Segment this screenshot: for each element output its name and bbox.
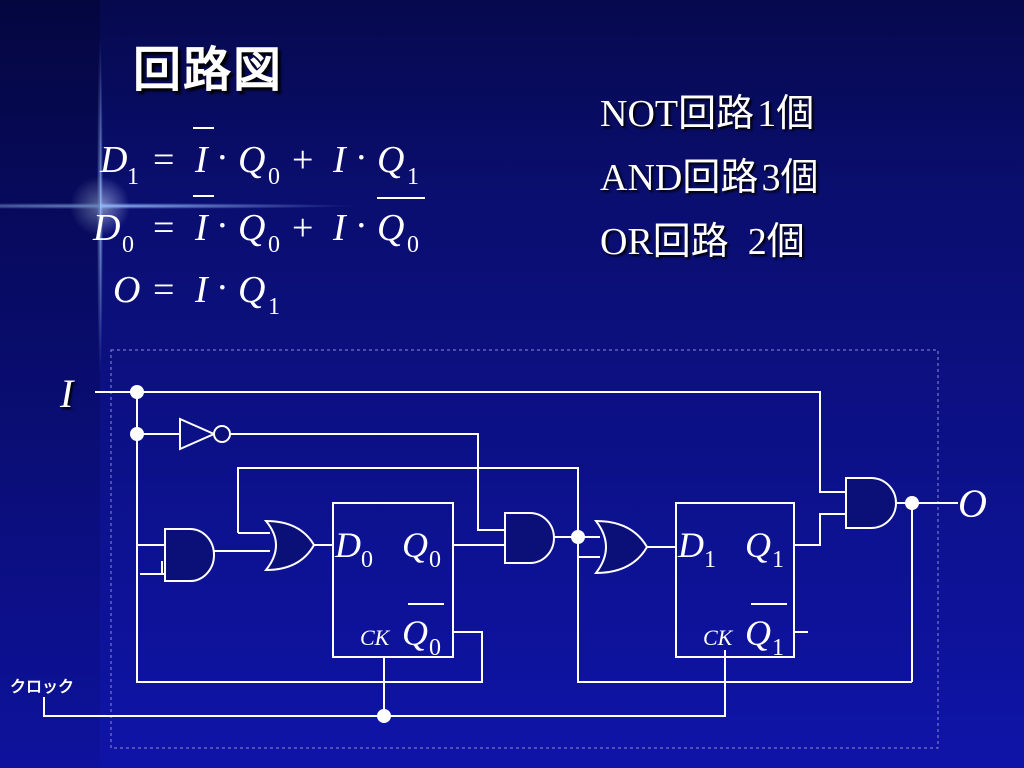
svg-text:I: I: [194, 207, 210, 249]
svg-text:1: 1: [127, 164, 139, 190]
svg-text:Q: Q: [745, 613, 771, 653]
svg-text:·: ·: [355, 205, 368, 247]
svg-text:1: 1: [772, 547, 784, 573]
svg-text:D: D: [677, 525, 704, 565]
and-gate-2: [504, 512, 555, 564]
svg-text:D: D: [99, 139, 127, 181]
svg-text:Q: Q: [377, 139, 404, 181]
flip-flop-1: D 1 Q 1 CK Q 1: [675, 502, 795, 661]
svg-text:Q: Q: [745, 525, 771, 565]
svg-text:=: =: [153, 207, 174, 249]
and-gate-1: [164, 528, 215, 582]
not-gate: [179, 417, 231, 451]
svg-text:0: 0: [268, 232, 280, 258]
svg-text:1: 1: [268, 294, 280, 320]
background-stripe: [0, 0, 100, 768]
svg-text:+: +: [292, 139, 313, 181]
svg-text:Q: Q: [238, 269, 265, 311]
svg-text:0: 0: [407, 232, 419, 258]
svg-text:I: I: [194, 269, 210, 311]
input-label: I: [59, 371, 75, 416]
svg-text:Q: Q: [402, 525, 428, 565]
svg-text:·: ·: [216, 267, 229, 309]
svg-text:·: ·: [216, 137, 229, 179]
svg-text:D: D: [92, 207, 120, 249]
flip-flop-0: D 0 Q 0 CK Q 0: [332, 502, 454, 661]
svg-text:+: +: [292, 207, 313, 249]
junction-dots: [130, 385, 919, 723]
formula-d1: D 1 = I · Q 0 + I · Q 1: [99, 137, 419, 190]
parts-item-or: OR回路 2個: [600, 221, 805, 263]
svg-text:Q: Q: [238, 207, 265, 249]
or-gate-2: [593, 519, 649, 575]
svg-text:·: ·: [216, 205, 229, 247]
formula-d0: D 0 = I · Q 0 + I · Q 0: [92, 205, 419, 258]
svg-text:Q: Q: [402, 613, 428, 653]
output-label: O: [958, 481, 987, 526]
svg-text:CK: CK: [360, 625, 391, 650]
svg-text:CK: CK: [703, 625, 734, 650]
parts-item-and: AND回路 3個: [600, 157, 819, 199]
clock-label: クロック: [10, 677, 74, 696]
svg-text:0: 0: [429, 635, 441, 661]
parts-item-not: NOT回路 1個: [600, 93, 815, 135]
svg-text:·: ·: [355, 137, 368, 179]
and-gate-3: [845, 477, 897, 529]
svg-text:1: 1: [772, 635, 784, 661]
svg-text:1: 1: [407, 164, 419, 190]
svg-text:0: 0: [122, 232, 134, 258]
slide-title: 回路図: [133, 42, 284, 98]
or-gate-1: [263, 519, 316, 572]
svg-text:1: 1: [704, 547, 716, 573]
svg-text:I: I: [194, 139, 210, 181]
svg-text:0: 0: [429, 547, 441, 573]
circuit-frame: [110, 349, 939, 749]
svg-text:Q: Q: [238, 139, 265, 181]
svg-text:D: D: [334, 525, 361, 565]
svg-text:0: 0: [268, 164, 280, 190]
svg-text:=: =: [153, 269, 174, 311]
svg-text:I: I: [332, 207, 348, 249]
svg-text:=: =: [153, 139, 174, 181]
formula-o: O = I · Q 1: [113, 267, 280, 320]
svg-text:I: I: [332, 139, 348, 181]
svg-text:0: 0: [361, 547, 373, 573]
svg-text:O: O: [113, 269, 140, 311]
svg-text:Q: Q: [377, 207, 404, 249]
parts-list: NOT回路 1個 AND回路 3個 OR回路 2個: [600, 82, 819, 274]
